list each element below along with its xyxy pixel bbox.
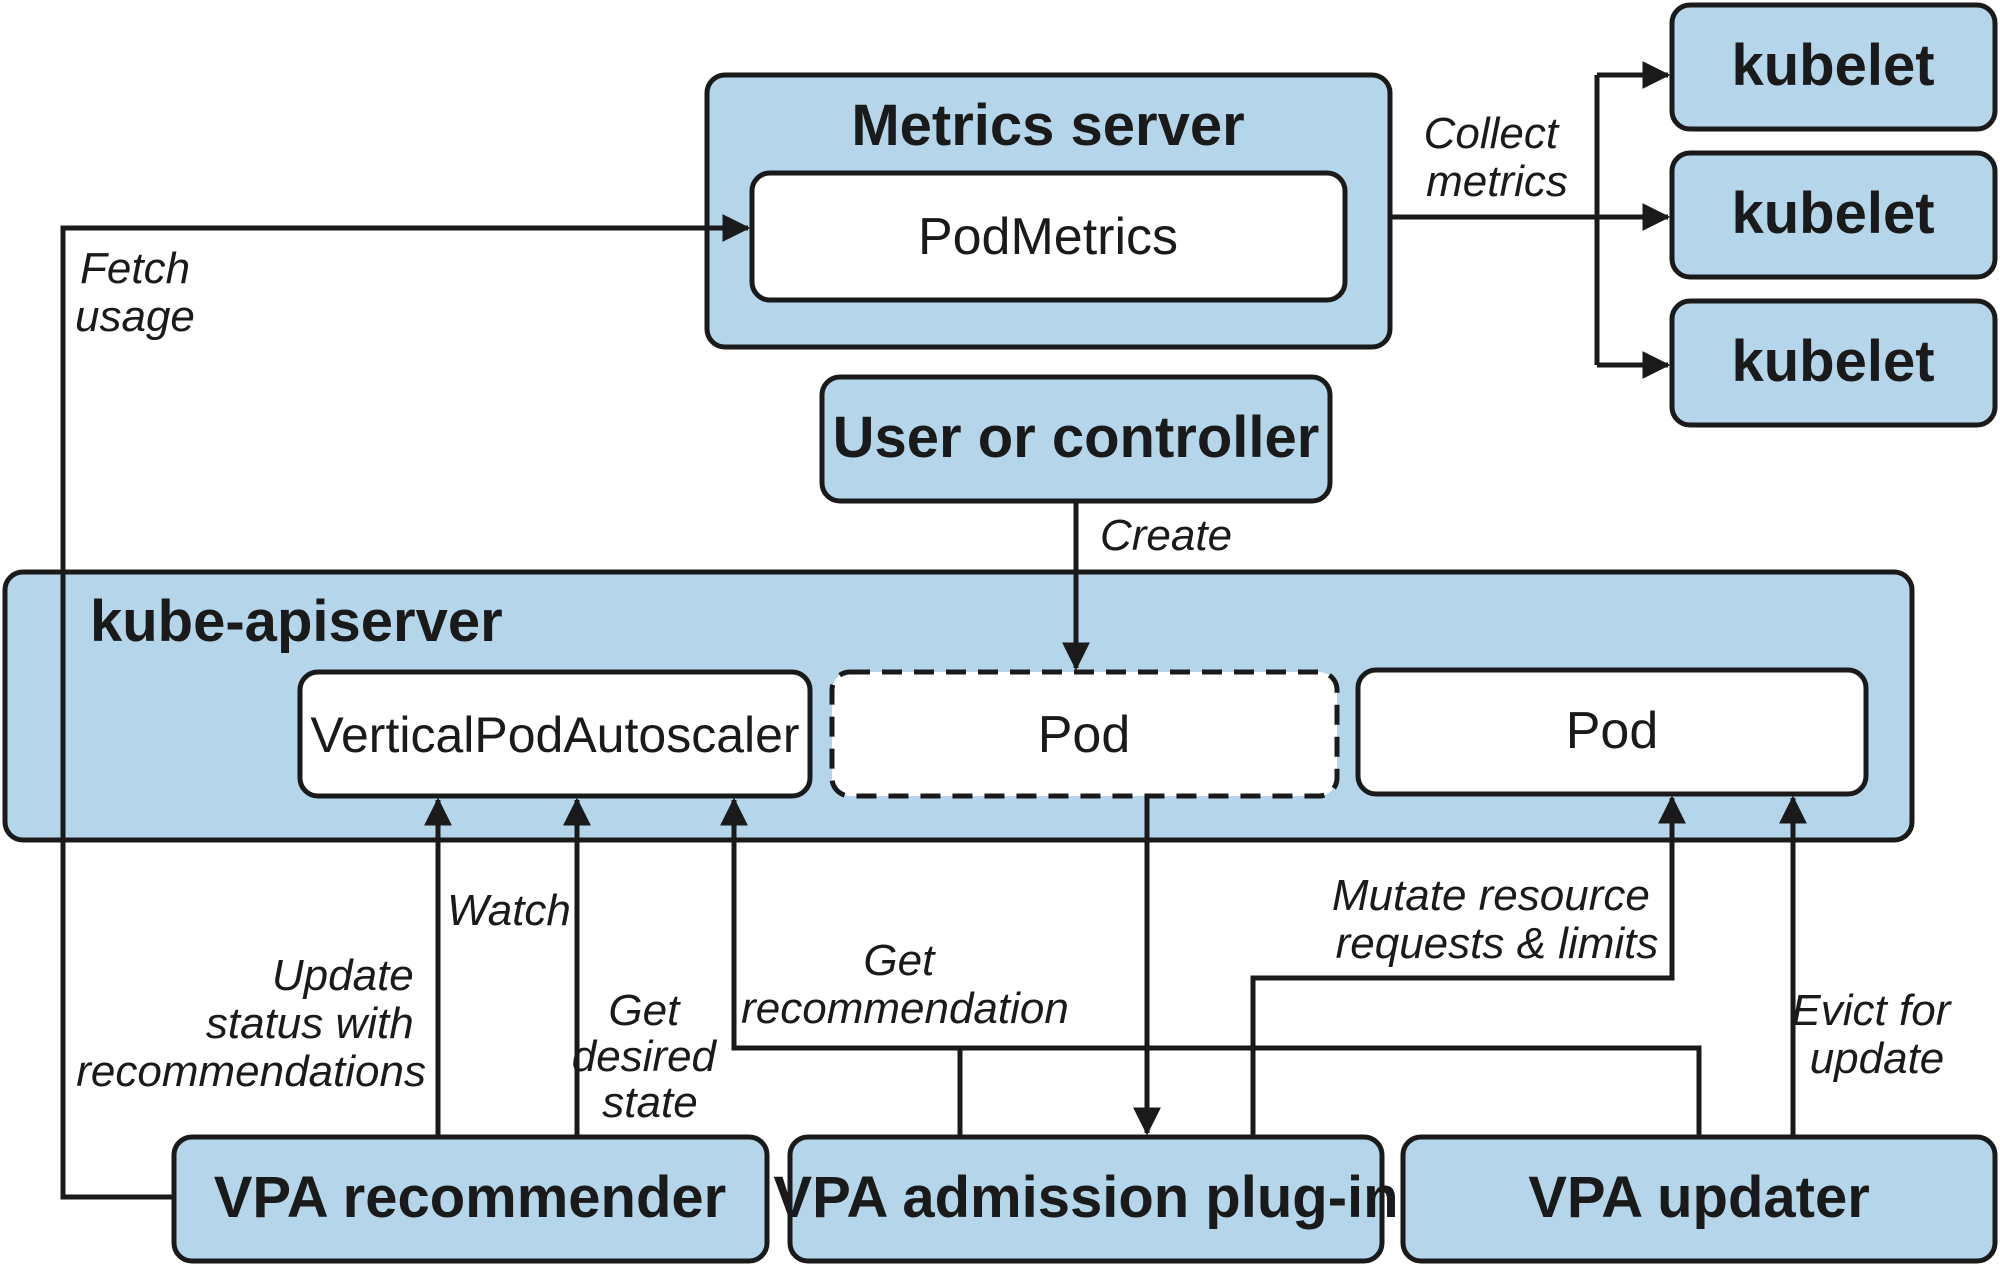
user-controller-box: User or controller <box>819 374 1333 504</box>
kubelet-box-1: kubelet <box>1669 2 1998 132</box>
pod-pending-box <box>829 669 1340 799</box>
collect-metrics-label: Collect metrics <box>1424 109 1571 206</box>
evict-label: Evict for update <box>1791 986 1962 1083</box>
watch-label: Watch <box>447 886 571 935</box>
get-recommendation-line <box>720 797 963 1137</box>
create-label: Create <box>1100 511 1232 560</box>
updater-recommendation-line <box>960 1045 1702 1137</box>
get-desired-state-label: Get desired state <box>572 986 729 1127</box>
pod-metrics-box <box>749 170 1348 303</box>
vpa-admission-plugin-box: VPA admission plug-in <box>773 1134 1399 1264</box>
pod-label: Pod <box>1566 702 1659 760</box>
vpa-recommender-box: VPA recommender <box>171 1134 770 1264</box>
vpa-updater-box: VPA updater <box>1400 1134 1998 1264</box>
pod-metrics-label: PodMetrics <box>918 208 1178 266</box>
vertical-pod-autoscaler-label: VerticalPodAutoscaler <box>310 707 799 763</box>
vpa-recommender-label: VPA recommender <box>214 1165 727 1230</box>
kube-apiserver-title: kube-apiserver <box>90 589 503 654</box>
vpa-updater-label: VPA updater <box>1528 1165 1870 1230</box>
vpa-admission-plugin-label: VPA admission plug-in <box>773 1165 1398 1230</box>
kubelet-box-2: kubelet <box>1669 150 1998 280</box>
pod-box <box>1355 667 1869 797</box>
metrics-server-title: Metrics server <box>851 93 1244 158</box>
metrics-server-box: Metrics server PodMetrics <box>704 72 1393 350</box>
vertical-pod-autoscaler-box <box>297 669 813 799</box>
mutate-arrow <box>1250 795 1686 1137</box>
fetch-usage-label: Fetch usage <box>75 244 202 341</box>
kubelet-box-3: kubelet <box>1669 298 1998 428</box>
get-recommendation-label: Get recommendation <box>741 936 1069 1033</box>
mutate-label: Mutate resource requests & limits <box>1332 871 1662 968</box>
kubelet-label-1: kubelet <box>1731 33 1934 98</box>
kube-apiserver-box: kube-apiserver VerticalPodAutoscaler Pod… <box>2 569 1915 843</box>
user-controller-label: User or controller <box>833 405 1320 470</box>
kubelet-label-2: kubelet <box>1731 181 1934 246</box>
pod-pending-label: Pod <box>1038 706 1131 764</box>
kubelet-label-3: kubelet <box>1731 329 1934 394</box>
fetch-usage-arrow <box>60 214 751 1200</box>
update-status-label: Update status with recommendations <box>76 951 426 1096</box>
